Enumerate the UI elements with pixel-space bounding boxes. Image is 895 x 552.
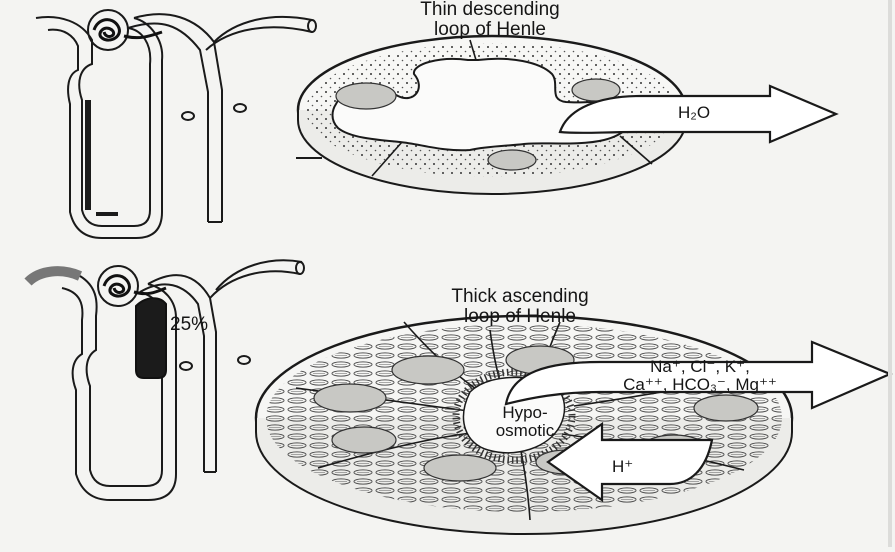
nucleus [424, 455, 496, 481]
nephron-top [36, 14, 316, 238]
lumen-label-line2: osmotic [470, 422, 580, 440]
bottom-title-line2: loop of Henle [390, 307, 650, 327]
bottom-section-title: Thick ascending loop of Henle [390, 287, 650, 327]
top-title-line2: loop of Henle [360, 20, 620, 40]
nucleus [336, 83, 396, 109]
nephron-bottom [28, 260, 304, 500]
ion-efflux-label: Na⁺, Cl⁻, K⁺, Ca⁺⁺, HCO₃⁻, Mg⁺⁺ [560, 358, 840, 394]
nucleus [314, 384, 386, 412]
top-section-title: Thin descending loop of Henle [360, 0, 620, 40]
bottom-title-line1: Thick ascending [390, 287, 650, 307]
nucleus [694, 395, 758, 421]
nucleus [488, 150, 536, 170]
proton-label: H⁺ [612, 458, 633, 476]
thick-ascending-highlight [136, 298, 166, 378]
glomerulus-top [88, 10, 162, 50]
water-label: H₂O [678, 104, 710, 122]
top-title-line1: Thin descending [360, 0, 620, 20]
nucleus [392, 356, 464, 384]
lumen-label-line1: Hypo- [470, 404, 580, 422]
ion-label-line2: Ca⁺⁺, HCO₃⁻, Mg⁺⁺ [560, 376, 840, 394]
lumen-osmolality-label: Hypo- osmotic [470, 404, 580, 440]
percent-label: 25% [170, 315, 208, 335]
nucleus [332, 427, 396, 453]
ion-label-line1: Na⁺, Cl⁻, K⁺, [560, 358, 840, 376]
